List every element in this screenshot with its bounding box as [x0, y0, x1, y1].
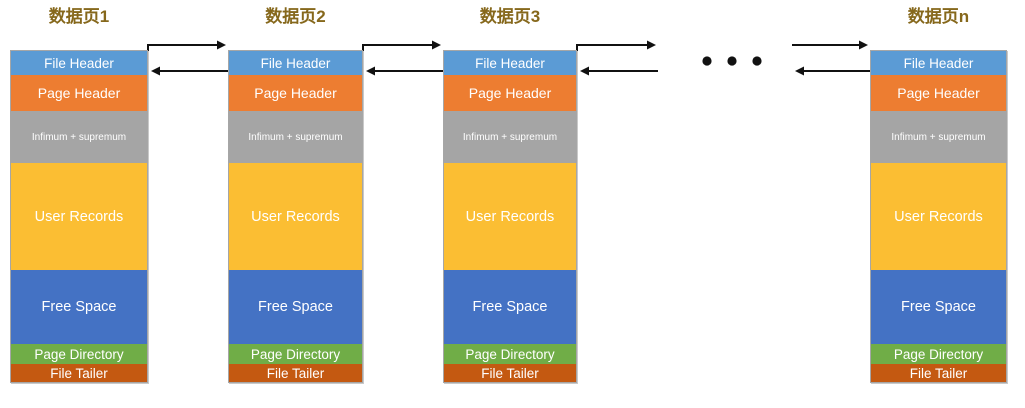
page-title: 数据页3: [479, 7, 541, 26]
section-page-directory: Page Directory: [444, 344, 576, 364]
section-page-header: Page Header: [444, 75, 576, 111]
section-page-directory: Page Directory: [229, 344, 362, 364]
section-page-header: Page Header: [229, 75, 362, 111]
section-file-tailer: File Tailer: [871, 364, 1006, 382]
next-page-arrowhead-icon: [432, 40, 441, 50]
section-page-directory: Page Directory: [11, 344, 147, 364]
section-user-records: User Records: [444, 163, 576, 270]
section-user-records: User Records: [871, 163, 1006, 270]
section-page-header: Page Header: [871, 75, 1006, 111]
section-free-space: Free Space: [444, 270, 576, 344]
page-title: 数据页n: [907, 7, 970, 26]
next-page-arrowhead-icon: [647, 40, 656, 50]
section-infimum-supremum: Infimum + supremum: [229, 111, 362, 163]
next-page-arrow-icon: [576, 44, 648, 51]
next-page-arrow-icon: [147, 44, 218, 51]
section-file-header: File Header: [229, 51, 362, 75]
section-user-records: User Records: [11, 163, 147, 270]
prev-page-arrowhead-icon: [580, 66, 589, 76]
ellipsis-icon: [752, 56, 762, 66]
section-page-directory: Page Directory: [871, 344, 1006, 364]
page-title: 数据页1: [48, 7, 110, 26]
section-free-space: Free Space: [11, 270, 147, 344]
section-user-records: User Records: [229, 163, 362, 270]
prev-page-arrowhead-icon: [795, 66, 804, 76]
ellipsis-icon: [727, 56, 737, 66]
section-infimum-supremum: Infimum + supremum: [11, 111, 147, 163]
section-file-tailer: File Tailer: [229, 364, 362, 382]
section-file-header: File Header: [444, 51, 576, 75]
next-page-arrow-icon: [362, 44, 433, 51]
page-title: 数据页2: [265, 7, 326, 26]
section-file-header: File Header: [11, 51, 147, 75]
prev-page-arrowhead-icon: [366, 66, 375, 76]
ellipsis-icon: [702, 56, 712, 66]
section-infimum-supremum: Infimum + supremum: [444, 111, 576, 163]
next-page-arrowhead-icon: [217, 40, 226, 50]
section-free-space: Free Space: [229, 270, 362, 344]
section-infimum-supremum: Infimum + supremum: [871, 111, 1006, 163]
next-page-arrowhead-icon: [859, 40, 868, 50]
section-page-header: Page Header: [11, 75, 147, 111]
section-file-tailer: File Tailer: [11, 364, 147, 382]
section-file-header: File Header: [871, 51, 1006, 75]
prev-page-arrowhead-icon: [151, 66, 160, 76]
section-file-tailer: File Tailer: [444, 364, 576, 382]
section-free-space: Free Space: [871, 270, 1006, 344]
